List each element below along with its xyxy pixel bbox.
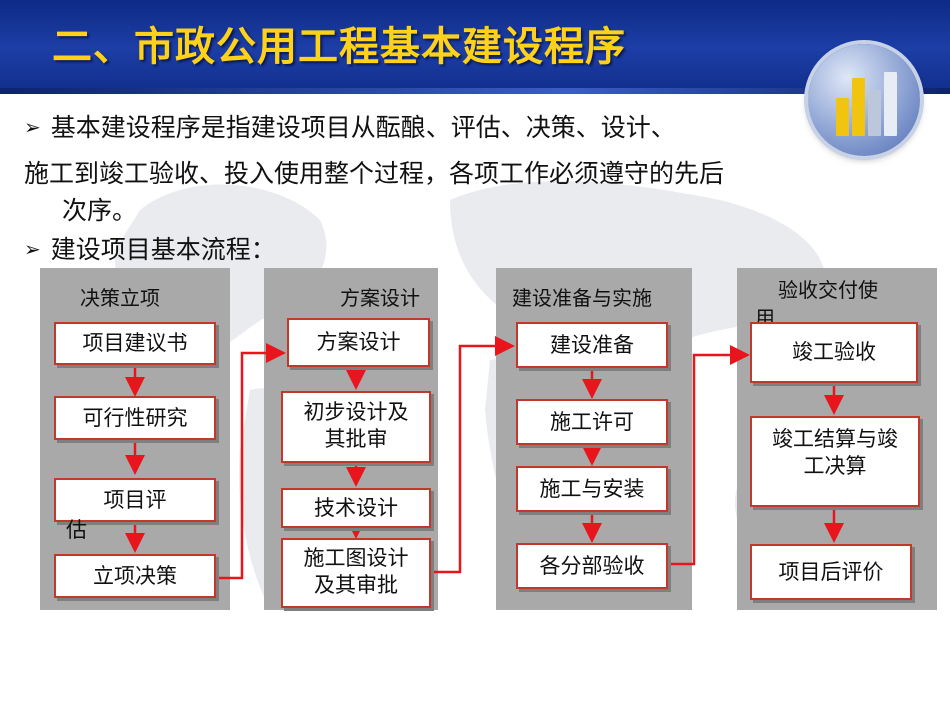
step-box: 初步设计及 其批审 [281, 391, 431, 463]
step-box: 立项决策 [54, 554, 216, 598]
step-box: 各分部验收 [516, 543, 668, 589]
step-box: 项目后评价 [750, 544, 912, 600]
step-box: 施工许可 [516, 399, 668, 445]
step-line: 竣工结算与竣 [772, 427, 898, 451]
header-stripe [0, 88, 950, 94]
step-line: 初步设计及 [303, 400, 409, 424]
step-box: 竣工验收 [750, 322, 918, 383]
step-box: 方案设计 [287, 318, 430, 367]
arrow-bullet-icon: ➢ [24, 237, 41, 261]
header-bar [0, 0, 950, 88]
stage-header: 建设准备与实施 [512, 286, 652, 310]
step-box: 项目评 [54, 478, 216, 522]
bullet-line-3: 次序。 [62, 196, 138, 225]
step-line: 及其审批 [314, 573, 398, 597]
step-box: 建设准备 [516, 322, 668, 368]
step-box: 可行性研究 [54, 396, 216, 440]
bullet-line-1: ➢ 基本建设程序是指建设项目从酝酿、评估、决策、设计、 [24, 110, 676, 145]
stage-header: 决策立项 [80, 286, 160, 310]
bullet-line-4: ➢ 建设项目基本流程： [24, 232, 276, 267]
step-box: 项目建议书 [54, 322, 216, 365]
stage-header: 验收交付使 [778, 278, 878, 302]
step-box: 施工图设计 及其审批 [281, 538, 431, 608]
step-line: 工决算 [803, 454, 867, 478]
slide-title: 二、市政公用工程基本建设程序 [52, 24, 626, 70]
bar-chart-logo-icon [808, 44, 920, 156]
step-line: 其批审 [324, 427, 388, 451]
step-box: 施工与安装 [516, 466, 668, 512]
step-box: 竣工结算与竣 工决算 [750, 416, 920, 507]
step-box: 技术设计 [281, 488, 431, 528]
step-line: 施工图设计 [303, 546, 409, 570]
bullet-line-2: 施工到竣工验收、投入使用整个过程，各项工作必须遵守的先后 [24, 159, 725, 188]
bullet-text: 基本建设程序是指建设项目从酝酿、评估、决策、设计、 [50, 113, 676, 142]
bullet-text: 建设项目基本流程： [50, 235, 276, 264]
step-box-overflow-text: 估 [66, 518, 87, 542]
arrow-bullet-icon: ➢ [24, 115, 41, 139]
stage-header: 方案设计 [340, 286, 420, 310]
